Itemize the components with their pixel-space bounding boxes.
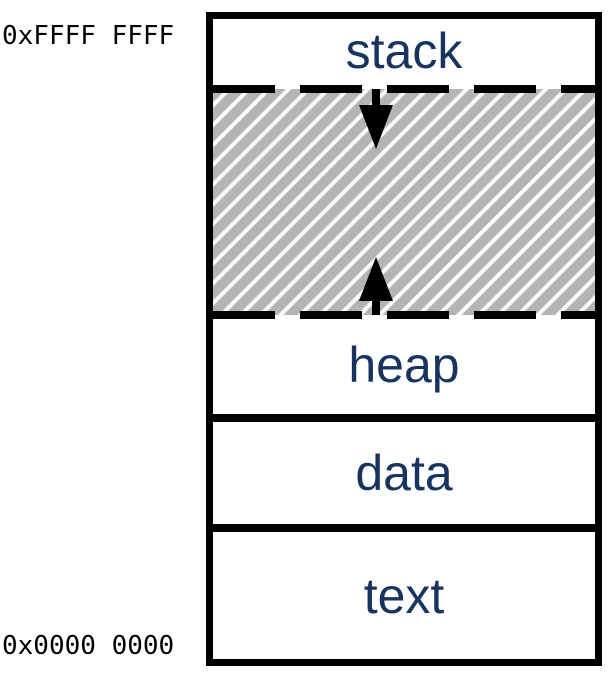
segment-data-label: data [355,445,453,501]
stack-boundary-dashed-line [213,85,595,93]
data-text-divider [213,524,595,532]
arrow-up-head [359,257,393,301]
segment-stack-label: stack [345,23,463,79]
segment-text: text [213,532,595,659]
segment-text-label: text [363,567,445,624]
arrow-up-icon [359,257,393,315]
heap-boundary-dashed-line [213,311,595,319]
segment-heap: heap [213,315,595,414]
address-label-bottom: 0x0000 0000 [2,631,175,661]
arrow-down-stem [372,89,380,105]
memory-box: stack heap data text [206,12,602,666]
segment-stack: stack [213,19,595,89]
segment-data: data [213,422,595,524]
segment-heap-label: heap [348,336,460,393]
address-label-top: 0xFFFF FFFF [2,21,175,51]
heap-data-divider [213,414,595,422]
free-space-region [213,85,595,319]
arrow-down-icon [359,89,393,149]
arrow-down-head [359,105,393,149]
arrow-up-stem [372,301,380,315]
